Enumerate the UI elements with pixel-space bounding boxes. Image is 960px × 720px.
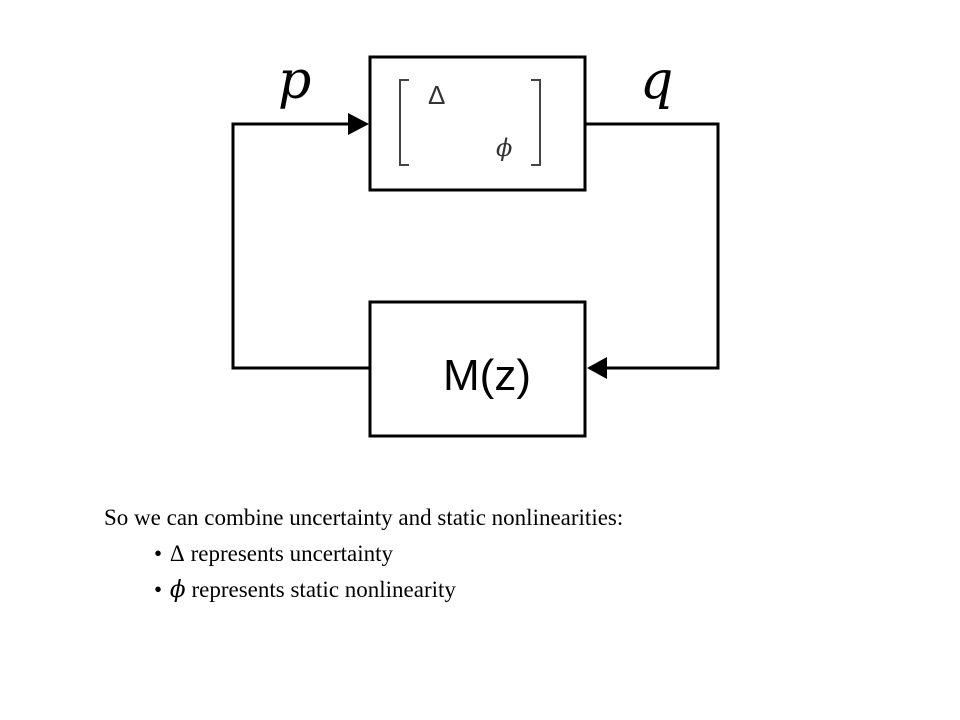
matrix-entry-phi: ϕ [496, 134, 512, 162]
right-bracket [531, 79, 541, 166]
left-bracket [399, 79, 409, 166]
top-block [368, 55, 587, 192]
signal-p-label: p [278, 51, 311, 111]
signal-q-label: q [640, 51, 673, 111]
bullet-dot: • [154, 541, 163, 566]
input-path-p [231, 122, 370, 370]
bullet-dot: • [154, 577, 163, 602]
plant-label: M(z) [443, 351, 531, 400]
phi-symbol: ϕ [169, 577, 186, 603]
caption-intro: So we can combine uncertainty and static… [104, 505, 624, 530]
arrowhead-into-plant [587, 357, 607, 379]
matrix-entry-delta: Δ [428, 80, 445, 110]
bullet-text: represents uncertainty [190, 541, 394, 566]
arrowhead-into-top-block [348, 113, 369, 135]
delta-symbol: Δ [169, 541, 185, 566]
output-path-q [585, 122, 720, 370]
caption: So we can combine uncertainty and static… [104, 500, 623, 608]
bullet-text: represents static nonlinearity [191, 577, 456, 602]
feedback-diagram: Δ ϕ M(z) p q [231, 51, 720, 438]
